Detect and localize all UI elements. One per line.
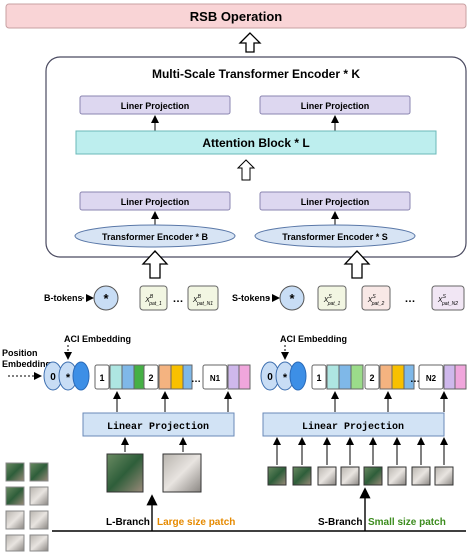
patch-embedding-cell <box>121 364 135 390</box>
position-index-box <box>94 364 110 390</box>
linear-projection-left <box>82 412 235 437</box>
b-token-patch <box>139 285 168 311</box>
position-index-box <box>143 364 159 390</box>
patch-embedding-cell <box>326 364 340 390</box>
left-embedding-ellipsis: … <box>191 374 201 385</box>
liner-projection-bottom-right-label: Liner Projection <box>301 197 370 207</box>
small-patch-image <box>387 466 407 486</box>
position-zero-label: 0 <box>50 372 56 383</box>
b-tokens-label: B-tokens <box>44 293 83 303</box>
patch-embedding-cell <box>158 364 172 390</box>
l-branch-label: L-Branch <box>106 517 150 528</box>
small-patch-image <box>292 466 312 486</box>
position-index-box <box>202 364 228 390</box>
patch-embedding-cell <box>379 364 393 390</box>
patch-embedding-cell <box>227 364 240 390</box>
patch-embedding-cell <box>454 364 467 390</box>
s-branch-patch-label: Small size patch <box>368 517 446 528</box>
linear-projection-left-label: Linear Projection <box>107 421 209 433</box>
position-embedding-label-line2: Embedding <box>2 359 51 369</box>
cls-embedding-star: * <box>66 372 71 384</box>
rsb-operation-box <box>5 3 467 29</box>
patch-embedding-cell <box>238 364 251 390</box>
liner-projection-top-left <box>79 95 231 115</box>
l-branch-patch-label: Large size patch <box>157 517 235 528</box>
large-patch-image <box>162 453 202 493</box>
small-patch-image <box>434 466 454 486</box>
s-tokens-ellipsis: … <box>405 293 416 305</box>
encoder-title: Multi-Scale Transformer Encoder * K <box>152 67 360 81</box>
small-patch-image <box>363 466 383 486</box>
s-branch-label: S-Branch <box>318 517 362 528</box>
up-arrow-icon <box>236 159 256 181</box>
transformer-encoder-s-label: Transformer Encoder * S <box>282 232 388 242</box>
linear-projection-right <box>262 412 445 437</box>
liner-projection-top-right-label: Liner Projection <box>301 101 370 111</box>
patch-embedding-cell <box>170 364 184 390</box>
patch-embedding-cell <box>391 364 405 390</box>
position-index-box <box>364 364 380 390</box>
small-patch-image <box>267 466 287 486</box>
cls-embedding-star: * <box>283 372 288 384</box>
up-arrow-icon <box>238 32 262 53</box>
position-zero-label: 0 <box>267 372 273 383</box>
liner-projection-top-right <box>259 95 411 115</box>
patch-embedding-cell <box>338 364 352 390</box>
patch-embedding-cell <box>403 364 415 390</box>
patch-embedding-cell <box>443 364 456 390</box>
s-cls-token-symbol: * <box>289 291 295 306</box>
small-patch-image <box>411 466 431 486</box>
attention-block <box>75 130 437 155</box>
b-token-patch <box>187 285 219 311</box>
b-cls-token <box>93 285 119 311</box>
position-embedding-label-line1: Position <box>2 348 38 358</box>
aci-embedding-ellipse <box>289 361 307 391</box>
liner-projection-bottom-right <box>259 191 411 211</box>
position-index-label: 1 <box>99 373 104 383</box>
up-arrow-icon <box>141 250 169 279</box>
s-token-patch <box>317 285 347 311</box>
patch-embedding-cell <box>350 364 364 390</box>
b-cls-token-symbol: * <box>103 291 109 306</box>
rsb-operation-label: RSB Operation <box>190 9 283 24</box>
aci-embedding-ellipse <box>72 361 90 391</box>
liner-projection-bottom-left <box>79 191 231 211</box>
liner-projection-bottom-left-label: Liner Projection <box>121 197 190 207</box>
position-index-label: N2 <box>426 374 437 383</box>
aci-embedding-label-right: ACI Embedding <box>280 334 347 344</box>
liner-projection-top-left-label: Liner Projection <box>121 101 190 111</box>
attention-block-label: Attention Block * L <box>202 136 309 150</box>
transformer-encoder-b-label: Transformer Encoder * B <box>102 232 209 242</box>
position-index-label: N1 <box>210 374 221 383</box>
s-cls-token <box>279 285 305 311</box>
position-index-label: 1 <box>316 373 321 383</box>
s-token-patch <box>431 285 465 311</box>
transformer-encoder-s <box>254 224 416 248</box>
linear-projection-right-label: Linear Projection <box>302 421 404 433</box>
position-index-box <box>311 364 327 390</box>
input-image-grid <box>5 462 49 552</box>
patch-embedding-cell <box>109 364 123 390</box>
s-tokens-label: S-tokens <box>232 293 270 303</box>
position-index-label: 2 <box>369 373 374 383</box>
small-patch-row <box>267 437 454 486</box>
large-patch-image <box>106 453 144 493</box>
position-index-label: 2 <box>148 373 153 383</box>
up-arrow-icon <box>343 250 371 279</box>
s-token-patch <box>361 285 391 311</box>
patch-embedding-cell <box>182 364 193 390</box>
b-tokens-ellipsis: … <box>173 293 184 305</box>
transformer-encoder-b <box>74 224 236 248</box>
position-index-box <box>418 364 444 390</box>
right-embedding-ellipsis: … <box>410 374 420 385</box>
aci-embedding-label-left: ACI Embedding <box>64 334 131 344</box>
small-patch-image <box>317 466 337 486</box>
small-patch-image <box>340 466 360 486</box>
